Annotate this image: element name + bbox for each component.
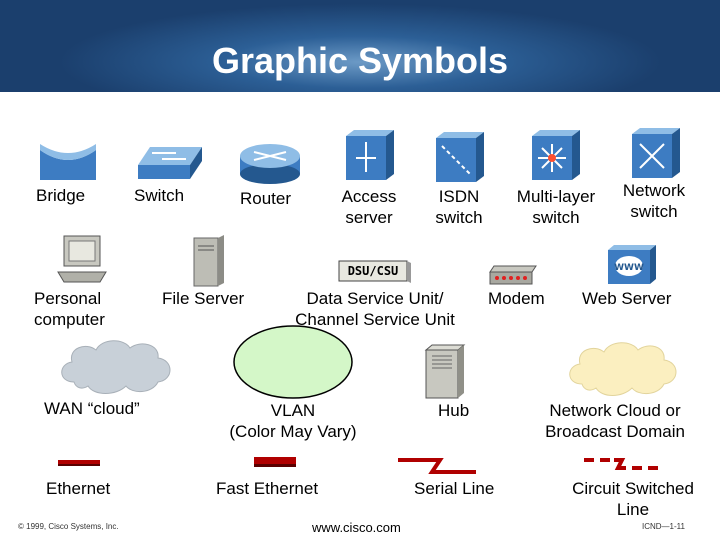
circuit-switched-line-2: Line (616, 500, 650, 519)
vlan-line-2: (Color May Vary) (229, 422, 357, 441)
fast-ethernet-label: Fast Ethernet (216, 479, 319, 498)
isdn-switch-label: ISDN switch (414, 186, 504, 228)
dsu-csu-line-2: Channel Service Unit (295, 310, 455, 329)
title-bar (0, 0, 720, 92)
isdn-switch-icon (436, 132, 484, 182)
dsu-csu-tag: DSU/CSU (348, 264, 399, 278)
dsu-csu-line-1: Data Service Unit/ (306, 289, 444, 308)
access-server-icon (346, 130, 394, 180)
router-label: Router (240, 189, 292, 208)
network-switch-label: Network switch (608, 180, 700, 222)
access-server-label: Access server (324, 186, 414, 228)
modem-icon (489, 265, 537, 285)
network-cloud-icon (569, 342, 677, 396)
router-icon (240, 144, 300, 184)
slide-number: ICND—1-11 (642, 522, 685, 531)
isdn-switch-line-1: ISDN (438, 187, 480, 206)
serial-line-icon (398, 458, 476, 474)
ethernet-line-icon (58, 460, 100, 466)
website-url: www.cisco.com (312, 520, 401, 535)
switch-label: Switch (134, 186, 185, 205)
network-switch-line-1: Network (622, 181, 686, 200)
vlan-line-1: VLAN (270, 401, 316, 420)
vlan-icon (233, 325, 353, 399)
web-server-tag: WWW (614, 263, 644, 273)
wan-cloud-icon (61, 340, 171, 394)
file-server-icon (193, 235, 224, 287)
access-server-line-1: Access (341, 187, 397, 206)
serial-line-label: Serial Line (414, 479, 495, 498)
multilayer-switch-icon (532, 130, 580, 180)
web-server-label: Web Server (582, 289, 672, 308)
dsu-csu-label: Data Service Unit/ Channel Service Unit (280, 288, 470, 330)
isdn-switch-line-2: switch (435, 208, 483, 227)
hub-icon (424, 344, 466, 399)
circuit-switched-line-icon (584, 458, 658, 470)
hub-label: Hub (438, 401, 470, 420)
network-cloud-line-1: Network Cloud or (549, 401, 681, 420)
personal-computer-icon (57, 235, 107, 283)
network-cloud-label: Network Cloud or Broadcast Domain (532, 400, 698, 442)
wan-cloud-label: WAN “cloud” (44, 399, 140, 418)
switch-icon (138, 147, 202, 179)
multilayer-switch-line-2: switch (532, 208, 580, 227)
dsu-csu-icon: DSU/CSU (338, 260, 411, 283)
copyright-text: © 1999, Cisco Systems, Inc. (18, 522, 119, 531)
multilayer-switch-label: Multi-layer switch (504, 186, 608, 228)
bridge-icon (40, 144, 96, 180)
fast-ethernet-line-icon (254, 457, 296, 467)
modem-label: Modem (488, 289, 545, 308)
web-server-icon: WWW (608, 245, 656, 284)
personal-computer-line-2: computer (34, 310, 105, 329)
personal-computer-label: Personal computer (34, 288, 105, 330)
ethernet-label: Ethernet (46, 479, 111, 498)
personal-computer-line-1: Personal (34, 289, 102, 308)
vlan-label: VLAN (Color May Vary) (208, 400, 378, 442)
page-title: Graphic Symbols (211, 40, 509, 81)
network-switch-icon (632, 128, 680, 178)
network-switch-line-2: switch (630, 202, 678, 221)
multilayer-switch-line-1: Multi-layer (516, 187, 596, 206)
circuit-switched-line-1: Circuit Switched (572, 479, 694, 498)
circuit-switched-line-label: Circuit Switched Line (560, 478, 706, 520)
network-cloud-line-2: Broadcast Domain (545, 422, 685, 441)
bridge-label: Bridge (36, 186, 86, 205)
file-server-label: File Server (162, 289, 245, 308)
access-server-line-2: server (345, 208, 393, 227)
